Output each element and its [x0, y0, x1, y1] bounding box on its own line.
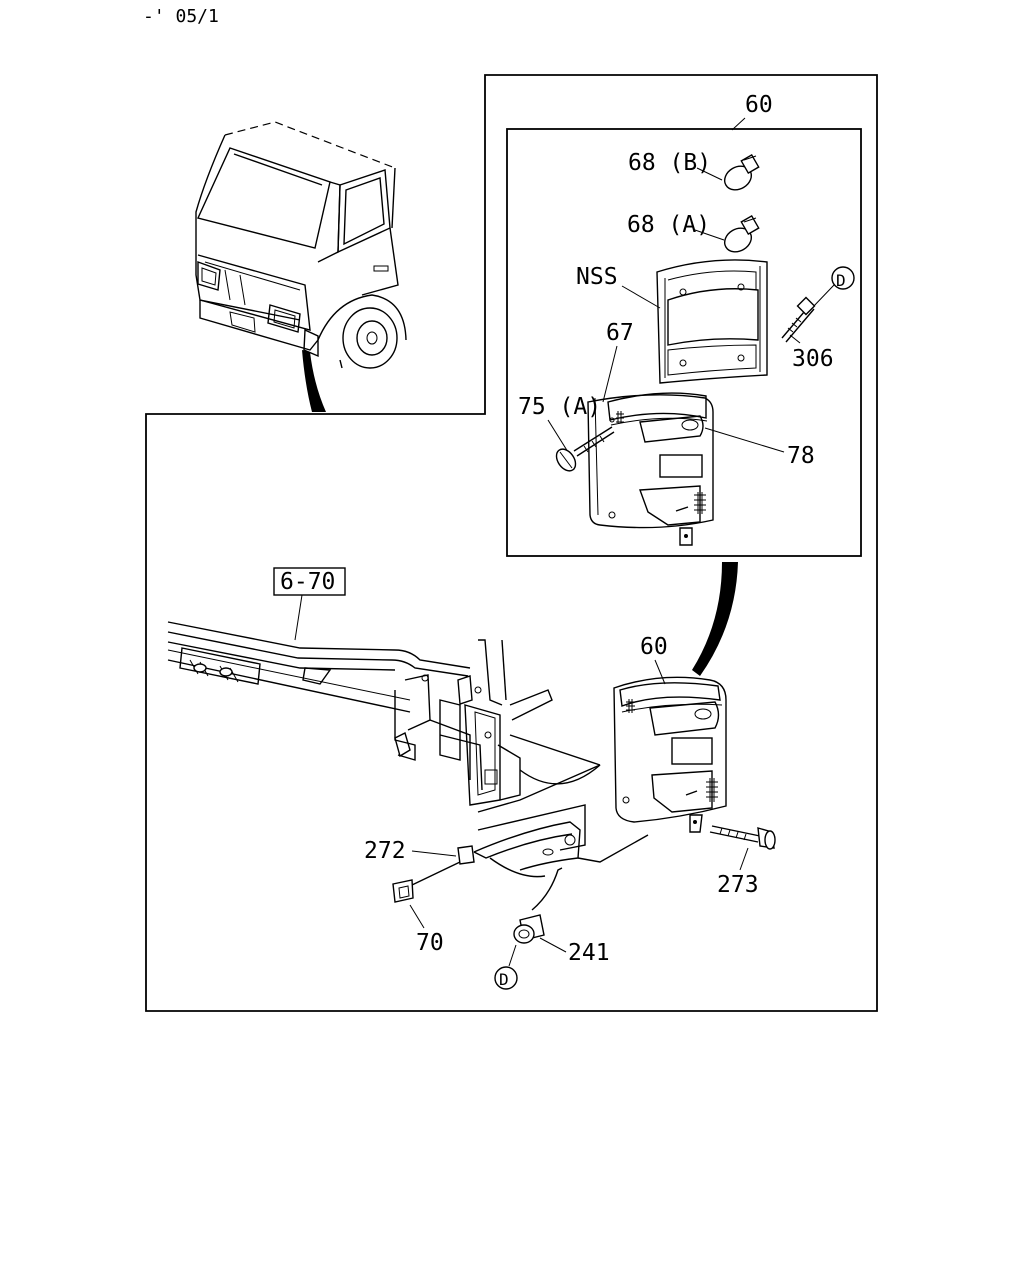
label-60-lower: 60: [640, 634, 668, 660]
label-70: 70: [416, 930, 444, 956]
label-68b: 68 (B): [628, 150, 711, 176]
label-306: 306: [792, 346, 834, 372]
socket-plate-nss: [656, 259, 768, 384]
clip-70-icon: [392, 861, 461, 903]
page-code: -' 05/1: [143, 6, 219, 27]
label-67: 67: [606, 320, 634, 346]
ref-d-bottom-circle: [494, 966, 518, 990]
bracket-272-icon: [457, 821, 649, 911]
exploded-lamp-parts: 60 68 (B) 68 (A) NSS: [518, 92, 855, 546]
bolt-273-icon: [709, 825, 776, 850]
outer-frame: [145, 74, 878, 1012]
screw-306-icon: [781, 296, 816, 343]
label-60-top: 60: [745, 92, 773, 118]
label-68a: 68 (A): [627, 212, 710, 238]
lamp-lens-78: [587, 392, 714, 546]
exploded-detail-box: [506, 128, 862, 557]
ref-d-top: D: [836, 271, 846, 290]
label-241: 241: [568, 940, 610, 966]
ref-d-bottom: D: [499, 970, 509, 989]
truck-cab-illustration: [195, 121, 407, 412]
ref-d-top-circle: [831, 266, 855, 290]
grommet-241-icon: [513, 914, 545, 944]
screw-75a-icon: [555, 426, 615, 472]
bulb-68a-icon: [723, 214, 760, 253]
bulb-68b-icon: [723, 153, 760, 191]
label-272: 272: [364, 838, 406, 864]
label-75a: 75 (A): [518, 394, 601, 420]
label-273: 273: [717, 872, 759, 898]
label-6-70: 6-70: [280, 569, 335, 595]
pointer-arrow: [692, 562, 738, 676]
label-nss: NSS: [576, 264, 618, 290]
label-78: 78: [787, 443, 815, 469]
lamp-assembly-60: [613, 676, 727, 833]
chassis-frame-illustration: 6-70: [167, 567, 601, 851]
